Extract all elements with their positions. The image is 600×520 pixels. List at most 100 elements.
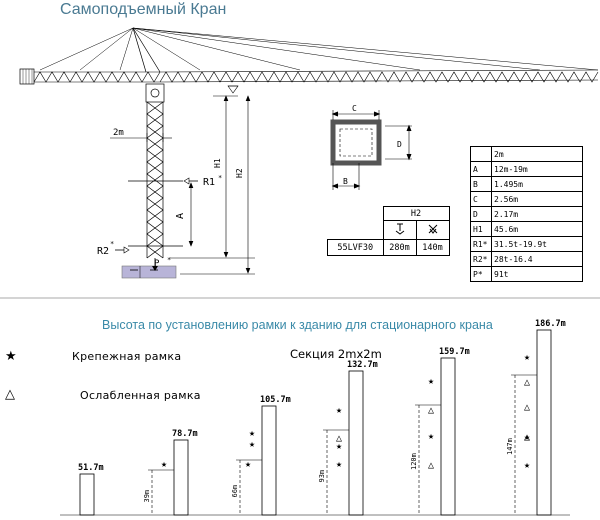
r2-marker: * (110, 240, 114, 248)
anchor-frame-star-icon: ★ (524, 352, 530, 363)
tower-heights-subtitle: Высота по установлению рамки к зданию дл… (102, 318, 493, 332)
spec-value: 1.495m (491, 176, 583, 192)
h2-table: H2 55LVF30 280m 140m (327, 206, 450, 256)
h2-table-header: H2 (382, 206, 450, 221)
tower-mast (440, 357, 456, 516)
counterweight-hatch (22, 69, 33, 84)
anchor-frame-star-icon: ★ (245, 459, 251, 470)
p-label: P (154, 259, 160, 269)
a-label: A (175, 213, 186, 219)
spec-header: 2m (491, 146, 583, 162)
loose-frame-triangle-icon: △ (428, 460, 434, 471)
tower-height-label: 105.7m (260, 395, 291, 405)
anchor-frame-star-icon: ★ (249, 428, 255, 439)
h1-dimension (213, 95, 238, 258)
h2-model: 55LVF30 (327, 239, 384, 256)
tower-mast (173, 439, 189, 516)
width-dimension (110, 133, 172, 142)
spec-value: 12m-19m (491, 161, 583, 177)
spec-value: 28t-16.4 (491, 251, 583, 267)
tower-dimension-label: 93m (318, 470, 326, 483)
anchor-icon (395, 223, 404, 235)
anchor-frame-star-icon: ★ (161, 459, 167, 470)
spec-row: R1*31.5t-19.9t (470, 236, 583, 252)
spec-value: 31.5t-19.9t (491, 236, 583, 252)
tower-mast (348, 370, 364, 516)
hook-icon (428, 224, 437, 234)
legend-triangle-label: Ослабленная рамка (80, 389, 201, 402)
h2-value-b: 140m (415, 239, 450, 256)
anchor-frame-star-icon: ★ (428, 431, 434, 442)
tower-dimension-label: 66m (231, 485, 239, 498)
spec-key: P* (470, 266, 492, 282)
section-c-label: C (352, 104, 357, 113)
tower-height-label: 51.7m (78, 463, 104, 473)
tower-height-label: 78.7m (172, 429, 198, 439)
section-b-label: B (343, 177, 348, 186)
tower-head (132, 27, 165, 103)
spec-value: 91t (491, 266, 583, 282)
tower-height-label: 186.7m (535, 319, 566, 329)
level-marker (227, 85, 239, 94)
collar-frames (128, 180, 183, 247)
star-icon: ★ (5, 349, 17, 364)
a-dimension (188, 182, 194, 247)
tower-height-label: 159.7m (439, 347, 470, 357)
spec-key: B (470, 176, 492, 192)
tower-dimension-label: 120m (410, 453, 418, 470)
loose-frame-triangle-icon: △ (524, 432, 530, 443)
h2-dimension (170, 85, 255, 275)
r1-marker: * (218, 174, 222, 182)
spec-key: R1* (470, 236, 492, 252)
tower-dimension-label: 39m (143, 490, 151, 503)
r2-label: R2 (97, 246, 109, 257)
section-d-label: D (397, 140, 402, 149)
page-title: Самоподъемный Кран (60, 1, 227, 18)
spec-row: R2*28t-16.4 (470, 251, 583, 267)
tower-mast (79, 473, 95, 516)
counter-jib (33, 71, 161, 83)
tower-mast (146, 101, 164, 259)
p-arrow (152, 266, 158, 271)
anchor-frame-star-icon: ★ (428, 376, 434, 387)
h2-label: H2 (235, 168, 244, 178)
anchor-frame-star-icon: ★ (249, 439, 255, 450)
anchor-frame-star-icon: ★ (336, 459, 342, 470)
tower-mast (261, 405, 277, 516)
loose-frame-triangle-icon: △ (524, 402, 530, 413)
loose-frame-triangle-icon: △ (336, 433, 342, 444)
h1-label: H1 (213, 158, 222, 168)
counterweight (19, 68, 35, 85)
spec-key: R2* (470, 251, 492, 267)
triangle-icon: △ (5, 387, 15, 402)
spec-value: 2.56m (491, 191, 583, 207)
jib (159, 69, 599, 83)
width-label: 2m (113, 128, 124, 138)
spec-value: 2.17m (491, 206, 583, 222)
spec-key: A (470, 161, 492, 177)
legend-star-label: Крепежная рамка (72, 350, 182, 363)
anchor-frame-star-icon: ★ (336, 405, 342, 416)
r2-arrow (123, 246, 130, 254)
anchor-frame-star-icon: ★ (524, 432, 530, 443)
anchor-frame-star-icon: ★ (524, 460, 530, 471)
h2-value-a: 280m (382, 239, 417, 256)
tower-mast (536, 329, 552, 516)
p-marker: * (167, 256, 171, 264)
spec-key: C (470, 191, 492, 207)
spec-row: P*91t (470, 266, 583, 282)
tower-heights-diagram: 51.7m78.7m39m★105.7m66m★★★132.7m93m★△★★1… (60, 319, 570, 516)
r1-label: R1 (203, 177, 215, 188)
spec-value: 45.6m (491, 221, 583, 237)
spec-key: D (470, 206, 492, 222)
jib-cables (39, 27, 599, 71)
loose-frame-triangle-icon: △ (428, 405, 434, 416)
loose-frame-triangle-icon: △ (524, 377, 530, 388)
foundation-block (121, 265, 177, 279)
